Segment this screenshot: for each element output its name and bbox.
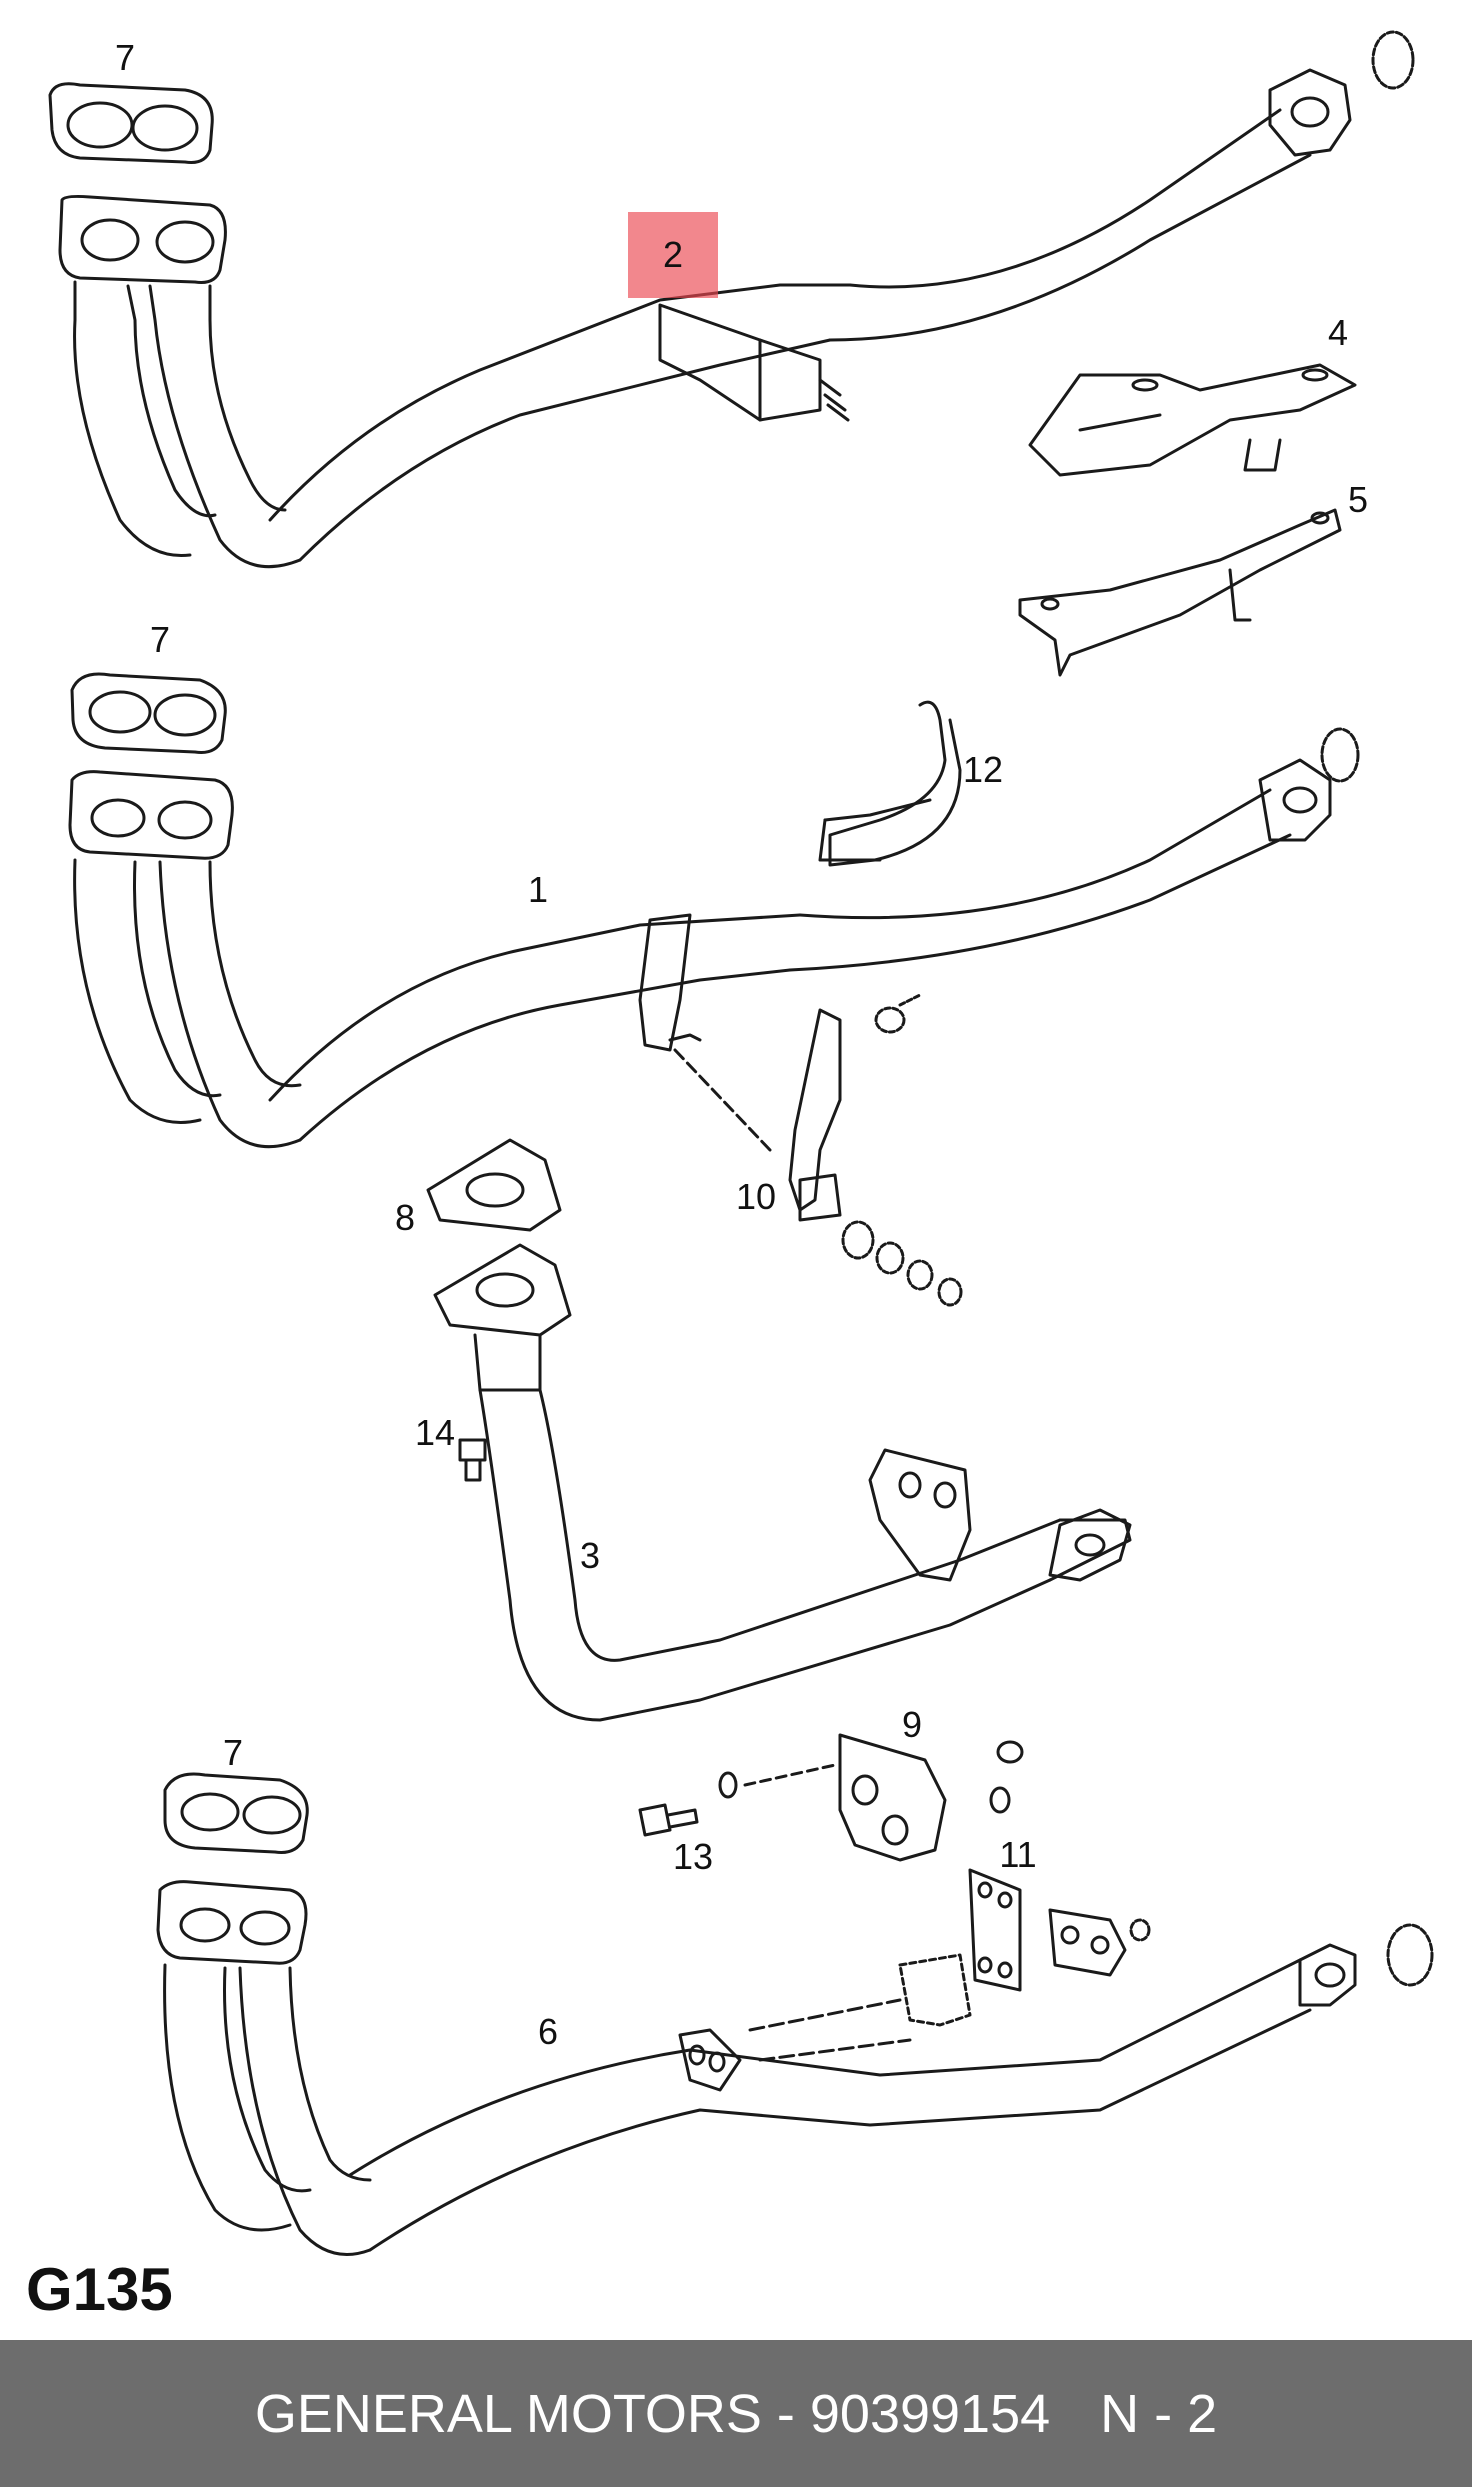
- callout-4: 4: [1327, 312, 1349, 353]
- callout-1: 1: [527, 869, 549, 910]
- exhaust-manifold-pipe-2: [58, 30, 1415, 569]
- callout-10: 10: [735, 1176, 777, 1217]
- callout-7-second: 7: [149, 619, 171, 660]
- callout-9: 9: [901, 1704, 923, 1745]
- bracket-9: [743, 1733, 1024, 1862]
- callout-12: 12: [962, 749, 1004, 790]
- diagram-code: G135: [26, 2256, 173, 2323]
- callout-8: 8: [394, 1197, 416, 1238]
- bracket-4: [1028, 363, 1357, 477]
- gasket-7-top: [48, 82, 214, 164]
- callout-7-top: 7: [114, 37, 136, 78]
- callout-5: 5: [1347, 479, 1369, 520]
- callout-2-highlighted: 2: [628, 212, 718, 298]
- front-pipe-3: [433, 1243, 1132, 1722]
- footer-bar: GENERAL MOTORS - 90399154 N - 2: [0, 2340, 1472, 2487]
- bracket-5: [1018, 508, 1342, 677]
- bolt-14: [458, 1438, 487, 1482]
- plate-11: [968, 1868, 1151, 1992]
- callout-3: 3: [579, 1535, 601, 1576]
- gasket-7-second: [70, 672, 227, 754]
- bolt-13: [638, 1771, 738, 1837]
- exhaust-manifold-pipe-1: [68, 727, 1360, 1149]
- callout-6: 6: [537, 2011, 559, 2052]
- footer-page: N - 2: [1100, 2383, 1218, 2444]
- callout-14: 14: [414, 1412, 456, 1453]
- exhaust-manifold-pipe-6: [156, 1880, 1434, 2256]
- gasket-8: [426, 1138, 562, 1232]
- gasket-7-bottom: [163, 1772, 309, 1854]
- footer-part-text: GENERAL MOTORS - 90399154: [254, 2383, 1051, 2444]
- callout-7-bottom: 7: [222, 1732, 244, 1773]
- bracket-10: [673, 993, 963, 1307]
- callout-13: 13: [672, 1836, 714, 1877]
- exhaust-parts-diagram: [48, 30, 1434, 2256]
- clamp-12: [818, 700, 962, 867]
- callout-11: 11: [999, 1834, 1037, 1875]
